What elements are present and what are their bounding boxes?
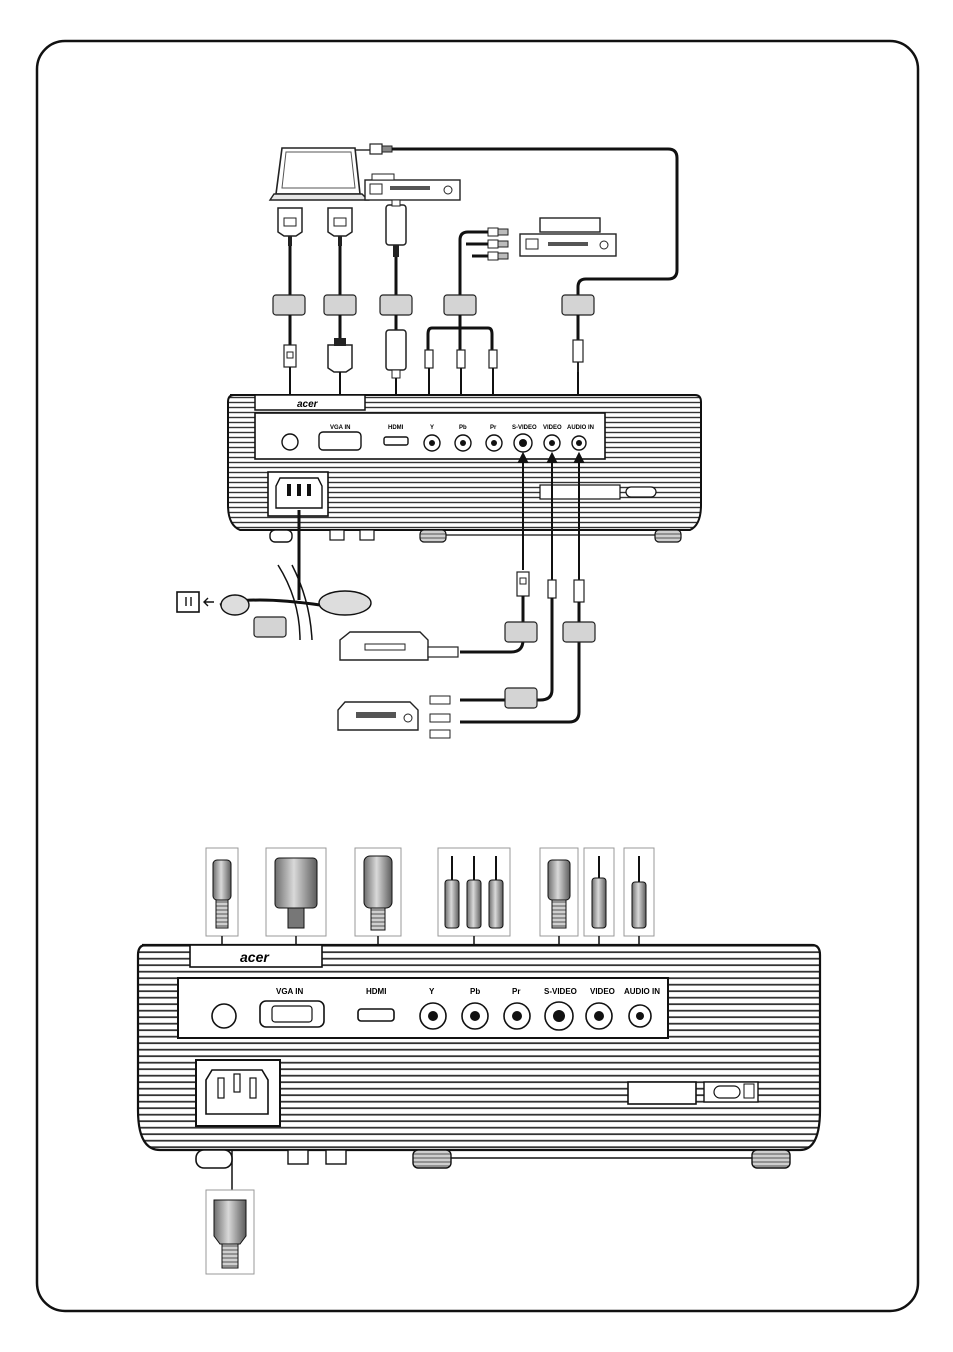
rca-plug-icon [584, 848, 614, 936]
cable-tag [505, 622, 537, 642]
rca-plug-icon [548, 580, 556, 598]
hdmi-plug-icon [355, 848, 401, 936]
brand-logo: acer [240, 949, 270, 965]
port-label: AUDIO IN [624, 987, 660, 996]
cable-tag [273, 295, 305, 315]
cable-tag [254, 617, 286, 637]
port-label: Pr [512, 987, 520, 996]
port-label: S-VIDEO [512, 425, 537, 431]
cable-tag [563, 622, 595, 642]
rca-plug-icon [488, 228, 508, 260]
port-label: HDMI [366, 987, 386, 996]
svideo-plug-icon [540, 848, 578, 936]
port-label: S-VIDEO [544, 987, 577, 996]
port-label: VGA IN [276, 987, 303, 996]
port-label: VGA IN [330, 425, 350, 431]
svideo-plug-icon [517, 572, 529, 596]
power-cord-plug-icon [206, 1190, 254, 1274]
port-label: Pb [470, 987, 480, 996]
port-label: HDMI [388, 425, 404, 431]
port-label: AUDIO IN [567, 425, 594, 431]
projector-bottom: acer VGA IN HDMI Y Pb Pr S-VIDEO VIDEO A… [138, 945, 820, 1168]
cable-tag [444, 295, 476, 315]
port-label: Y [429, 987, 435, 996]
cable-tag [505, 688, 537, 708]
port-label: Y [430, 425, 434, 431]
cable-tag [380, 295, 412, 315]
laptop-icon [270, 148, 370, 200]
audio-jack-plug-icon [370, 144, 392, 154]
mini-din-plug-icon [206, 848, 238, 936]
rca-plug-icon [438, 848, 510, 936]
cable-tag [324, 295, 356, 315]
cable-tag [562, 295, 594, 315]
audio-jack-plug-icon [624, 848, 654, 936]
port-label: VIDEO [543, 425, 562, 431]
port-label: VIDEO [590, 987, 615, 996]
port-label: Pb [459, 425, 467, 431]
vga-plug-icon [266, 848, 326, 936]
port-label: Pr [490, 425, 497, 431]
brand-logo: acer [297, 399, 319, 410]
audio-jack-plug-icon [574, 580, 584, 602]
mini-din-plug-icon [284, 345, 296, 367]
